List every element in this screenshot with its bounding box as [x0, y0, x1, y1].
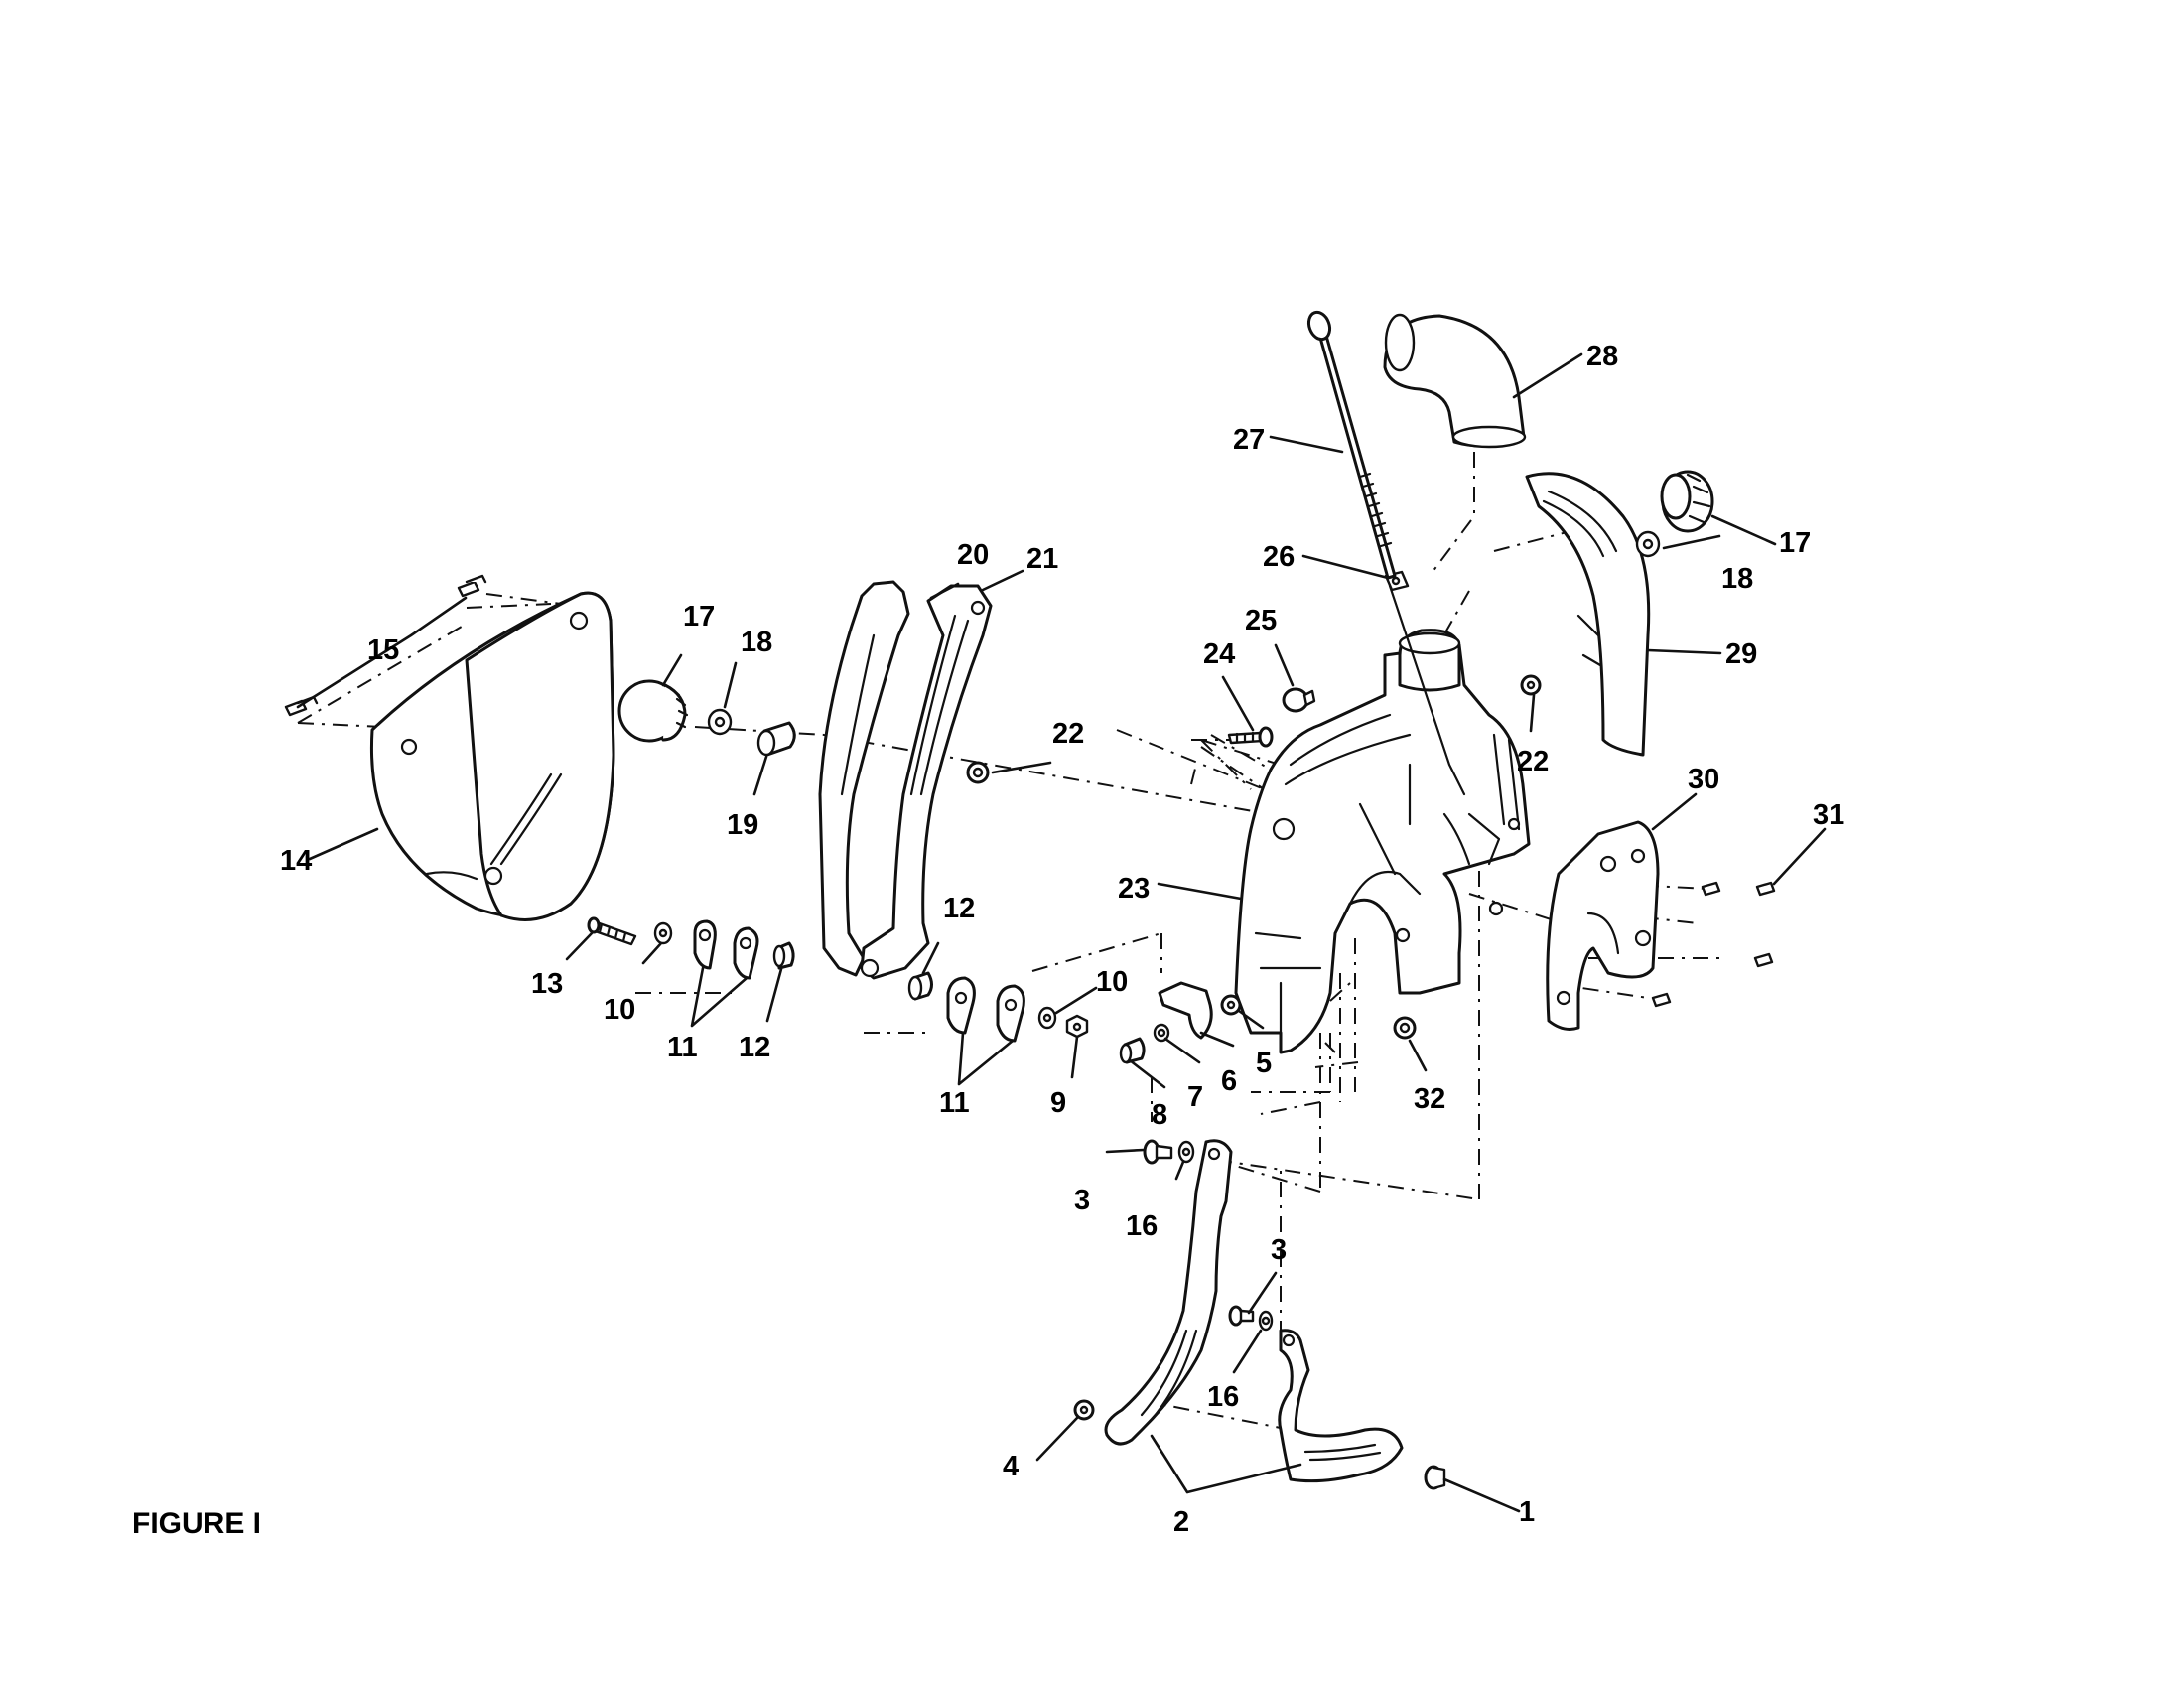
part-25-plug	[1282, 687, 1316, 713]
callout-16a: 16	[1126, 1210, 1158, 1242]
callout-12a: 12	[739, 1032, 770, 1063]
callout-7: 7	[1187, 1081, 1203, 1113]
part-28-elbow	[1383, 313, 1527, 449]
callout-17b: 17	[1779, 527, 1811, 559]
callout-5: 5	[1256, 1048, 1272, 1079]
part-30-plate	[1546, 820, 1660, 1031]
part-1-nut	[1424, 1465, 1446, 1490]
callout-11a: 11	[667, 1032, 698, 1063]
part-18-washer-right	[1635, 530, 1661, 558]
callout-28: 28	[1586, 341, 1618, 372]
callout-1: 1	[1519, 1496, 1535, 1528]
callout-22b: 22	[1517, 746, 1549, 777]
part-10-washer-left	[653, 921, 673, 945]
callout-2: 2	[1173, 1506, 1189, 1538]
callout-25: 25	[1245, 605, 1277, 636]
part-10-washer-right	[1037, 1006, 1057, 1030]
part-7-washer	[1153, 1023, 1170, 1043]
part-18-washer-left	[707, 708, 733, 736]
callout-11b: 11	[939, 1087, 970, 1119]
callout-22a: 22	[1052, 718, 1084, 750]
callout-23: 23	[1118, 873, 1150, 905]
callout-20: 20	[957, 539, 989, 571]
part-12-bushing-right	[907, 971, 933, 1001]
part-13-bolt	[587, 916, 637, 946]
part-22-locknut-right	[1520, 674, 1542, 696]
callout-30: 30	[1688, 764, 1719, 795]
part-17-knob-left	[617, 679, 689, 743]
part-15-screws	[284, 574, 487, 717]
callout-26: 26	[1263, 541, 1295, 573]
part-27-threaded-rod	[1306, 310, 1466, 796]
callout-17a: 17	[683, 601, 715, 632]
part-11-plates-right	[946, 976, 1025, 1043]
callout-31: 31	[1813, 799, 1844, 831]
callout-8: 8	[1152, 1099, 1167, 1131]
callout-18b: 18	[1721, 563, 1753, 595]
callout-6: 6	[1221, 1065, 1237, 1097]
callout-14: 14	[280, 845, 312, 877]
callout-29: 29	[1725, 638, 1757, 670]
callout-4: 4	[1003, 1451, 1019, 1482]
callout-15: 15	[367, 634, 399, 666]
callout-32: 32	[1414, 1083, 1445, 1115]
part-22-locknut-left	[966, 761, 990, 784]
figure-label: FIGURE I	[132, 1507, 261, 1540]
callout-16b: 16	[1207, 1381, 1239, 1413]
callout-labels: 1 2 3 3 4 5 6 7 8 9 10 10 11 11 12 12 13…	[280, 341, 1844, 1538]
part-23-chute-housing	[1234, 629, 1531, 1054]
callout-19: 19	[727, 809, 758, 841]
part-21-guide-bracket	[860, 584, 993, 980]
callout-21: 21	[1026, 543, 1058, 575]
callout-13: 13	[531, 968, 563, 1000]
part-16-washers	[1177, 1140, 1274, 1332]
callout-27: 27	[1233, 424, 1265, 456]
part-2-support-bracket	[1104, 1139, 1404, 1483]
part-11-plates-left	[693, 919, 759, 980]
part-24-bolt	[1227, 726, 1274, 748]
part-3-bolts	[1143, 1139, 1255, 1327]
callout-3b: 3	[1271, 1234, 1287, 1266]
callout-18a: 18	[741, 627, 772, 658]
callout-9: 9	[1050, 1087, 1066, 1119]
part-6-bracket	[1158, 981, 1213, 1040]
part-14-side-cover	[369, 591, 615, 921]
assembly-lines	[297, 452, 1722, 1431]
part-31-screws	[1651, 881, 1776, 1008]
leader-lines	[296, 352, 1827, 1513]
part-32-nut	[1393, 1016, 1417, 1040]
callout-24: 24	[1203, 638, 1235, 670]
part-29-deflector	[1525, 472, 1651, 757]
part-19-spacer	[756, 721, 796, 757]
part-12-bushing-left	[772, 941, 795, 970]
part-17-knob-right	[1660, 470, 1714, 533]
callout-3a: 3	[1074, 1185, 1090, 1216]
callout-10b: 10	[1096, 966, 1128, 998]
callout-12b: 12	[943, 893, 975, 924]
callout-10a: 10	[604, 994, 635, 1026]
part-4-nut	[1073, 1399, 1095, 1421]
part-8-pin	[1119, 1037, 1146, 1064]
part-20-guide-bracket	[818, 580, 910, 977]
part-9-nut	[1065, 1014, 1089, 1039]
